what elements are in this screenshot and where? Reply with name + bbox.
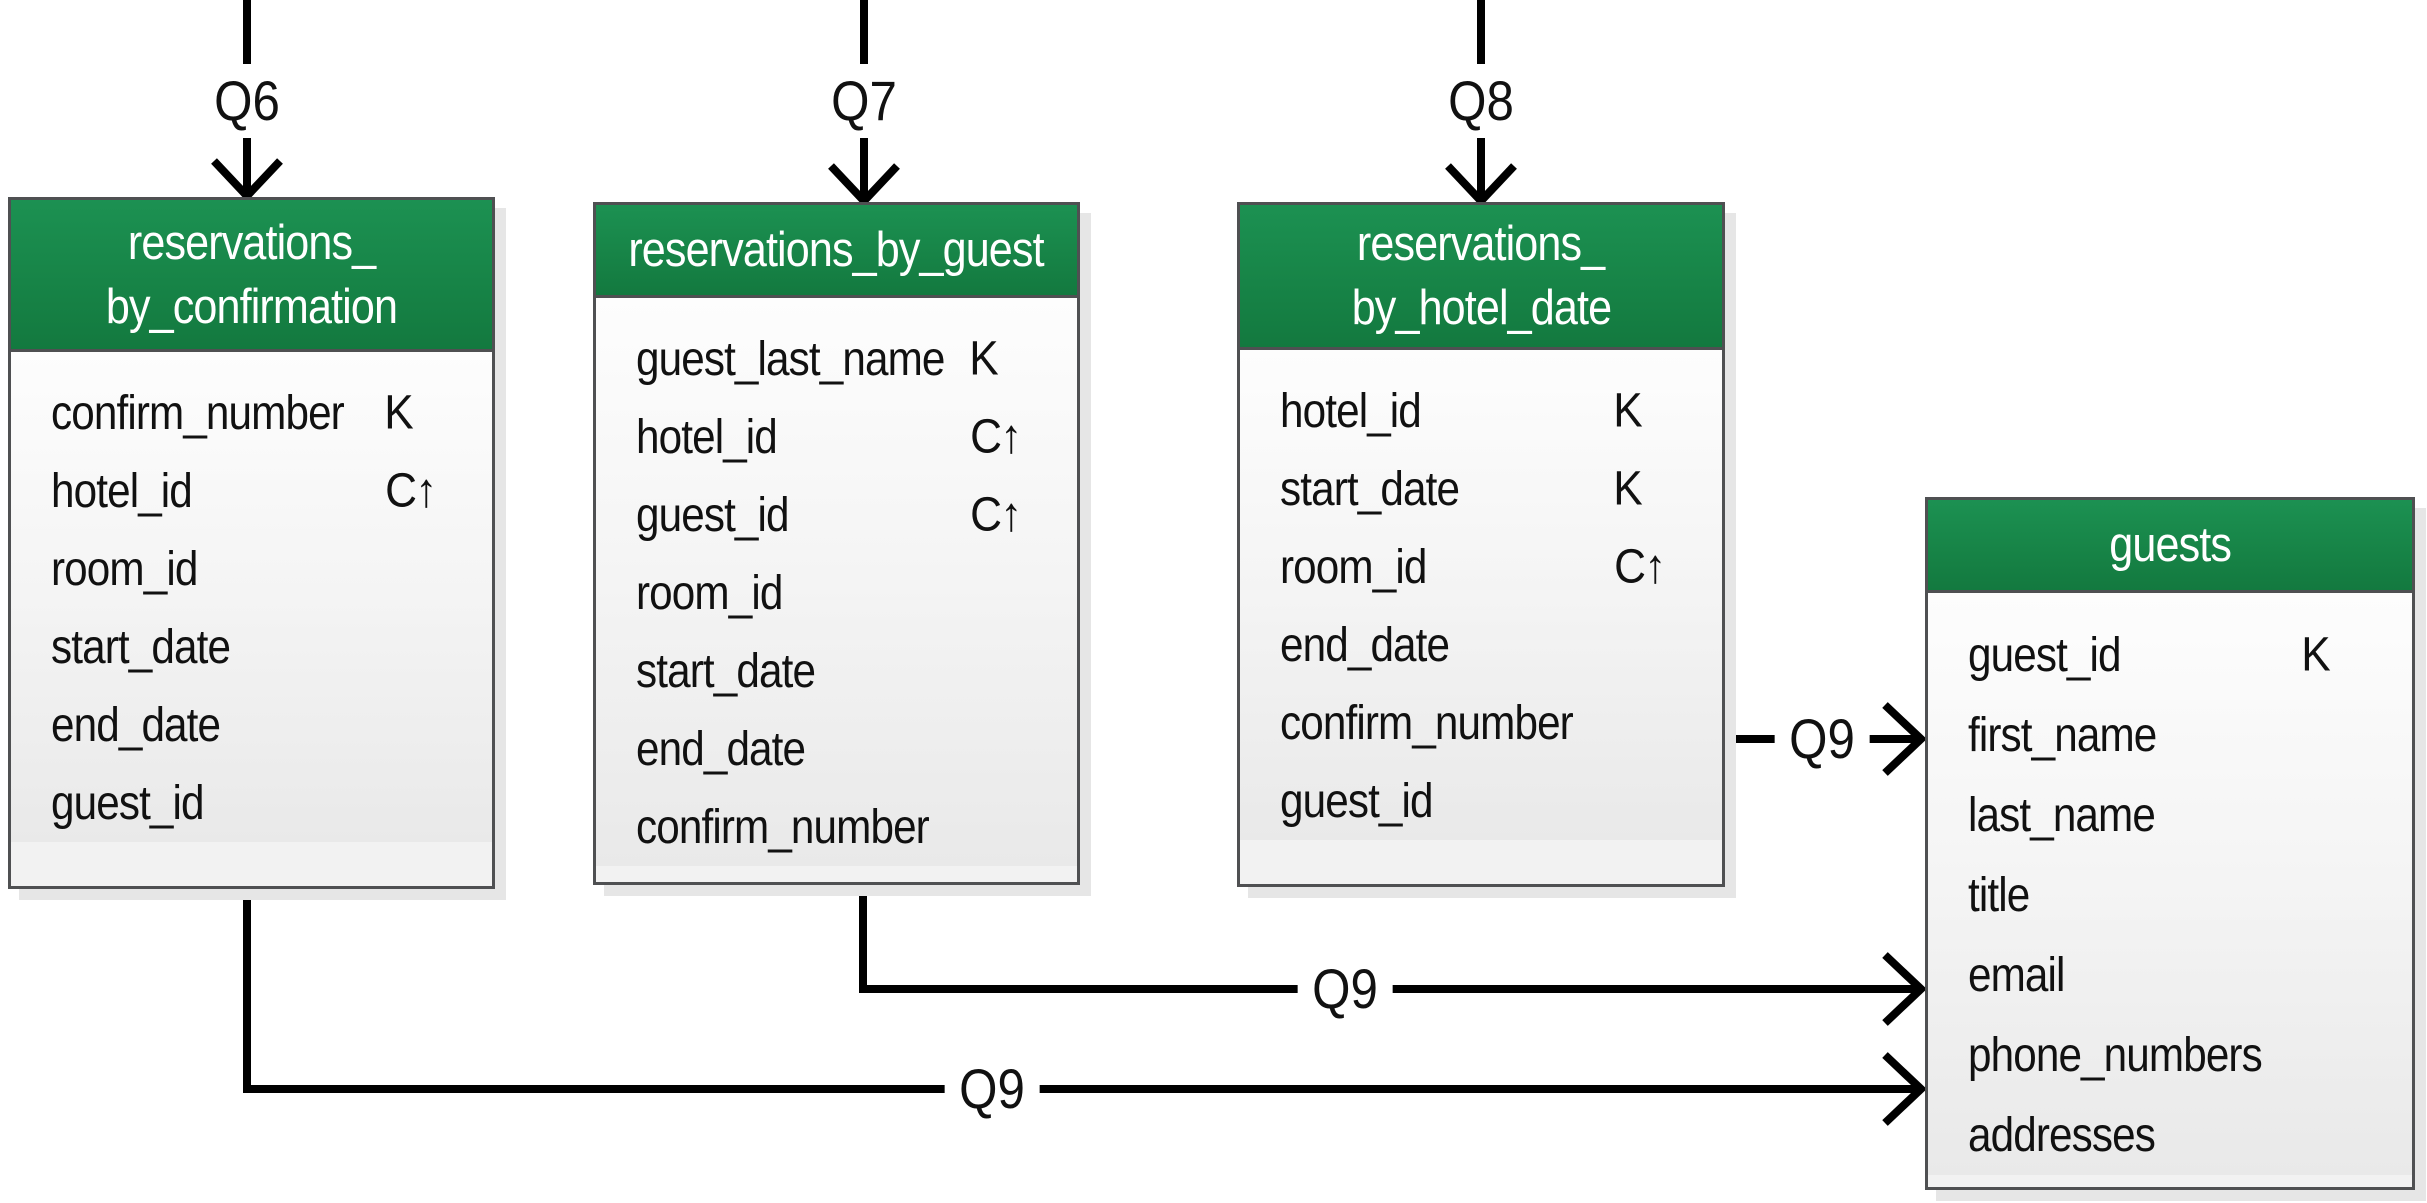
field-row: first_name <box>1928 695 2412 775</box>
key-marker: C↑ <box>970 488 1022 542</box>
q9-hotel-date-arrowhead-icon <box>1882 702 1927 776</box>
table-header: guests <box>1928 500 2412 593</box>
field-row: guest_id <box>1240 762 1722 840</box>
field-row: addresses <box>1928 1095 2412 1175</box>
field-name: end_date <box>1280 618 1450 672</box>
field-name: room_id <box>1280 540 1427 594</box>
table-reservations-by-confirmation: reservations_ by_confirmation confirm_nu… <box>8 197 495 889</box>
field-row: room_id C↑ <box>1240 528 1722 606</box>
field-name: end_date <box>51 698 221 752</box>
field-row: confirm_number <box>1240 684 1722 762</box>
key-marker: C↑ <box>385 464 437 518</box>
field-name: start_date <box>636 644 816 698</box>
table-header: reservations_ by_hotel_date <box>1240 205 1722 350</box>
field-row: start_date K <box>1240 450 1722 528</box>
field-name: start_date <box>51 620 231 674</box>
field-row: confirm_number K <box>11 374 492 452</box>
key-marker: K <box>1613 462 1642 516</box>
field-name: hotel_id <box>1280 384 1422 438</box>
key-marker: C↑ <box>970 410 1022 464</box>
field-name: start_date <box>1280 462 1460 516</box>
q6-arrowhead-icon <box>211 158 283 202</box>
field-name: first_name <box>1968 708 2157 762</box>
field-name: hotel_id <box>51 464 193 518</box>
field-name: hotel_id <box>636 410 778 464</box>
query-label-q6: Q6 <box>199 73 295 129</box>
field-row: hotel_id C↑ <box>11 452 492 530</box>
field-name: room_id <box>51 542 198 596</box>
table-header: reservations_by_guest <box>596 205 1077 298</box>
q7-arrowhead-icon <box>828 163 900 207</box>
field-name: guest_id <box>1280 774 1434 828</box>
query-label-q9-confirmation: Q9 <box>944 1061 1040 1117</box>
table-title: by_hotel_date <box>1351 281 1611 335</box>
field-name: room_id <box>636 566 783 620</box>
query-label-q9-guest: Q9 <box>1297 961 1393 1017</box>
field-name: phone_numbers <box>1968 1028 2263 1082</box>
field-row: guest_id K <box>1928 615 2412 695</box>
field-row: end_date <box>1240 606 1722 684</box>
key-marker: K <box>384 386 413 440</box>
field-row: start_date <box>11 608 492 686</box>
field-row: guest_id <box>11 764 492 842</box>
field-name: end_date <box>636 722 806 776</box>
table-guests: guests guest_id K first_name last_name ti… <box>1925 497 2415 1190</box>
field-name: guest_id <box>51 776 205 830</box>
field-row: guest_id C↑ <box>596 476 1077 554</box>
table-title: reservations_ <box>1357 217 1605 271</box>
field-row: confirm_number <box>596 788 1077 866</box>
q9-confirmation-arrow <box>243 886 1920 1093</box>
field-row: email <box>1928 935 2412 1015</box>
field-name: title <box>1968 868 2030 922</box>
field-name: confirm_number <box>636 800 930 854</box>
table-title: reservations_by_guest <box>628 223 1045 277</box>
table-title: guests <box>2109 518 2232 572</box>
table-reservations-by-guest: reservations_by_guest guest_last_name K h… <box>593 202 1080 885</box>
q8-arrowhead-icon <box>1445 163 1517 207</box>
table-title: by_confirmation <box>105 279 398 334</box>
q9-guest-arrowhead-icon <box>1882 952 1927 1026</box>
q9-guest-arrow <box>859 883 1920 993</box>
table-header: reservations_ by_confirmation <box>11 200 492 352</box>
field-row: last_name <box>1928 775 2412 855</box>
field-row: end_date <box>596 710 1077 788</box>
field-name: confirm_number <box>1280 696 1574 750</box>
table-fields: guest_id K first_name last_name title ema… <box>1928 593 2412 1175</box>
field-name: guest_id <box>636 488 790 542</box>
field-name: guest_id <box>1968 628 2122 682</box>
field-row: room_id <box>596 554 1077 632</box>
field-name: addresses <box>1968 1108 2156 1162</box>
table-fields: confirm_number K hotel_id C↑ room_id start… <box>11 352 492 842</box>
field-row: title <box>1928 855 2412 935</box>
field-name: guest_last_name <box>636 332 945 386</box>
query-label-q9-hotel-date: Q9 <box>1774 711 1870 767</box>
field-row: phone_numbers <box>1928 1015 2412 1095</box>
key-marker: K <box>2301 628 2330 682</box>
field-row: guest_last_name K <box>596 320 1077 398</box>
query-label-q8: Q8 <box>1433 73 1529 129</box>
field-name: last_name <box>1968 788 2156 842</box>
field-name: email <box>1968 948 2065 1002</box>
field-row: hotel_id K <box>1240 372 1722 450</box>
table-title: reservations_ <box>127 215 376 270</box>
key-marker: K <box>1613 384 1642 438</box>
field-row: room_id <box>11 530 492 608</box>
key-marker: C↑ <box>1614 540 1666 594</box>
q9-confirmation-arrowhead-icon <box>1882 1052 1927 1126</box>
field-row: start_date <box>596 632 1077 710</box>
field-row: hotel_id C↑ <box>596 398 1077 476</box>
field-row: end_date <box>11 686 492 764</box>
key-marker: K <box>969 332 998 386</box>
query-label-q7: Q7 <box>816 73 912 129</box>
field-name: confirm_number <box>51 386 345 440</box>
